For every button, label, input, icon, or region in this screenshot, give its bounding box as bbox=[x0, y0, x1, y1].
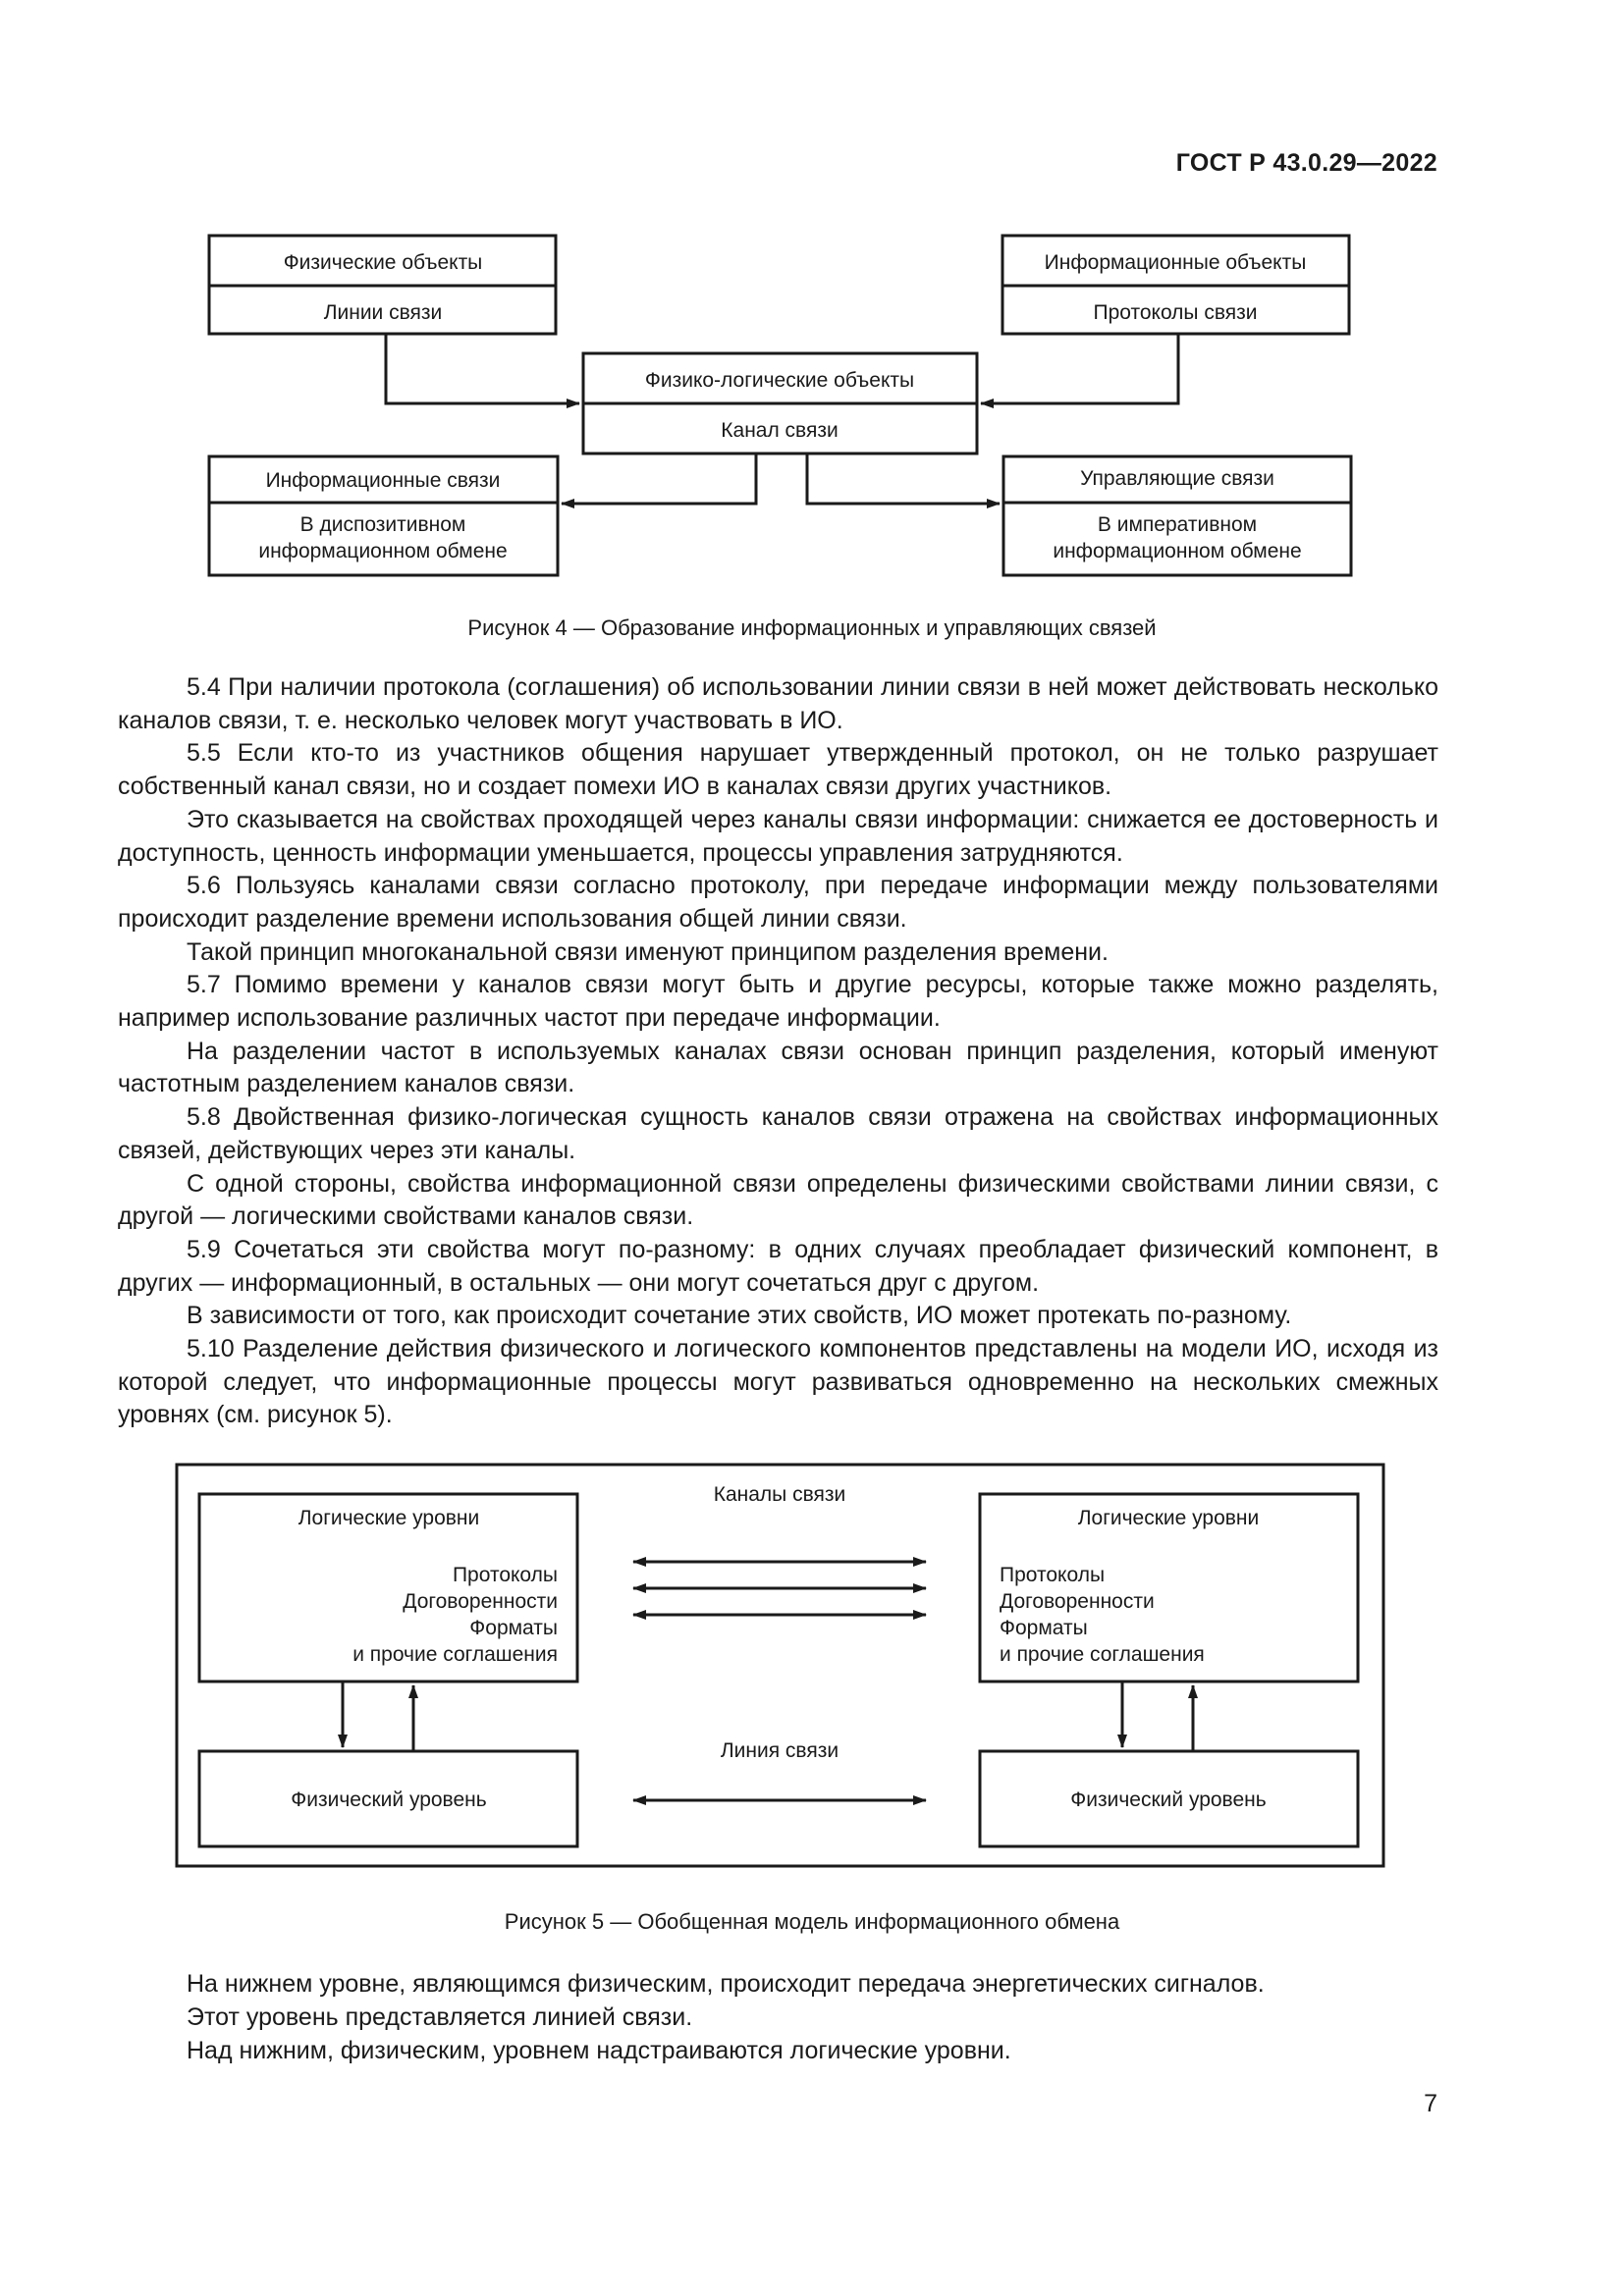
imperative-line-2: информационном обмене bbox=[1053, 540, 1301, 562]
figure-4-caption: Рисунок 4 — Образование информационных и… bbox=[467, 615, 1157, 640]
paragraph: 5.6 Пользуясь каналами связи согласно пр… bbox=[118, 872, 1438, 933]
paragraph: Это сказывается на свойствах проходящей … bbox=[118, 805, 1438, 867]
paragraph: На нижнем уровне, являющимся физическим,… bbox=[187, 1970, 1265, 1998]
right-formats: Форматы bbox=[1000, 1617, 1088, 1639]
channels-label: Каналы связи bbox=[714, 1483, 846, 1506]
control-links-label: Управляющие связи bbox=[1080, 467, 1274, 490]
model-frame bbox=[175, 1463, 1385, 1868]
right-logical-title: Логические уровни bbox=[1078, 1507, 1260, 1529]
right-agreements: Договоренности bbox=[1000, 1590, 1155, 1613]
paragraph: 5.5 Если кто-то из участников общения на… bbox=[118, 739, 1438, 801]
lines-label: Линии связи bbox=[324, 301, 443, 324]
paragraph: В зависимости от того, как происходит со… bbox=[187, 1302, 1292, 1330]
line-label: Линия связи bbox=[721, 1739, 839, 1762]
control-links-box bbox=[1001, 454, 1353, 577]
paragraph: 5.10 Разделение действия физического и л… bbox=[118, 1335, 1438, 1429]
arrow-lines-to-channel bbox=[384, 335, 580, 408]
paragraph: 5.7 Помимо времени у каналов связи могут… bbox=[118, 971, 1438, 1033]
right-physical-box bbox=[978, 1749, 1360, 1848]
phys-log-objects-box bbox=[581, 351, 979, 455]
left-formats: Форматы bbox=[469, 1617, 558, 1639]
info-links-label: Информационные связи bbox=[266, 469, 501, 492]
info-objects-box bbox=[1001, 234, 1351, 336]
imperative-line-1: В императивном bbox=[1098, 513, 1257, 536]
left-other: и прочие соглашения bbox=[352, 1643, 558, 1666]
left-physical-label: Физический уровень bbox=[291, 1789, 486, 1811]
paragraph: 5.4 При наличии протокола (соглашения) о… bbox=[118, 673, 1438, 734]
phys-log-objects-label: Физико-логические объекты bbox=[645, 369, 914, 392]
arrow-protocols-to-channel bbox=[980, 335, 1180, 408]
arrow-channel-to-info-links bbox=[561, 454, 758, 508]
channel-label: Канал связи bbox=[721, 419, 838, 442]
paragraph: С одной стороны, свойства информационной… bbox=[118, 1169, 1438, 1231]
paragraph: Над нижним, физическим, уровнем надстраи… bbox=[187, 2037, 1011, 2064]
left-protocols: Протоколы bbox=[453, 1564, 558, 1586]
dispositive-line-1: В диспозитивном bbox=[300, 513, 466, 536]
protocols-label: Протоколы связи bbox=[1093, 301, 1257, 324]
right-other: и прочие соглашения bbox=[1000, 1643, 1205, 1666]
phys-objects-box bbox=[207, 234, 558, 336]
left-agreements: Договоренности bbox=[403, 1590, 558, 1613]
figure-5-caption: Рисунок 5 — Обобщенная модель информацио… bbox=[504, 1909, 1120, 1934]
paragraph: 5.9 Сочетаться эти свойства могут по-раз… bbox=[118, 1235, 1438, 1297]
arrow-channel-to-control-links bbox=[805, 454, 1001, 508]
left-logical-title: Логические уровни bbox=[298, 1507, 480, 1529]
right-logical-box bbox=[978, 1492, 1360, 1683]
right-physical-label: Физический уровень bbox=[1070, 1789, 1266, 1811]
info-links-box bbox=[207, 454, 560, 577]
phys-objects-label: Физические объекты bbox=[284, 251, 483, 274]
left-physical-box bbox=[197, 1749, 579, 1848]
paragraph: Такой принцип многоканальной связи имену… bbox=[187, 937, 1109, 966]
document-code: ГОСТ Р 43.0.29—2022 bbox=[1175, 149, 1437, 177]
page-number: 7 bbox=[1424, 2090, 1437, 2117]
right-protocols: Протоколы bbox=[1000, 1564, 1105, 1586]
info-objects-label: Информационные объекты bbox=[1045, 251, 1307, 274]
dispositive-line-2: информационном обмене bbox=[258, 540, 507, 562]
paragraph: На разделении частот в используемых кана… bbox=[118, 1037, 1438, 1098]
body-text: 5.4 При наличии протокола (соглашения) о… bbox=[118, 671, 1438, 1432]
tail-text: На нижнем уровне, являющимся физическим,… bbox=[118, 1967, 1438, 2067]
paragraph: 5.8 Двойственная физико-логическая сущно… bbox=[118, 1103, 1438, 1164]
left-logical-box bbox=[197, 1492, 579, 1683]
paragraph: Этот уровень представляется линией связи… bbox=[187, 2003, 693, 2031]
